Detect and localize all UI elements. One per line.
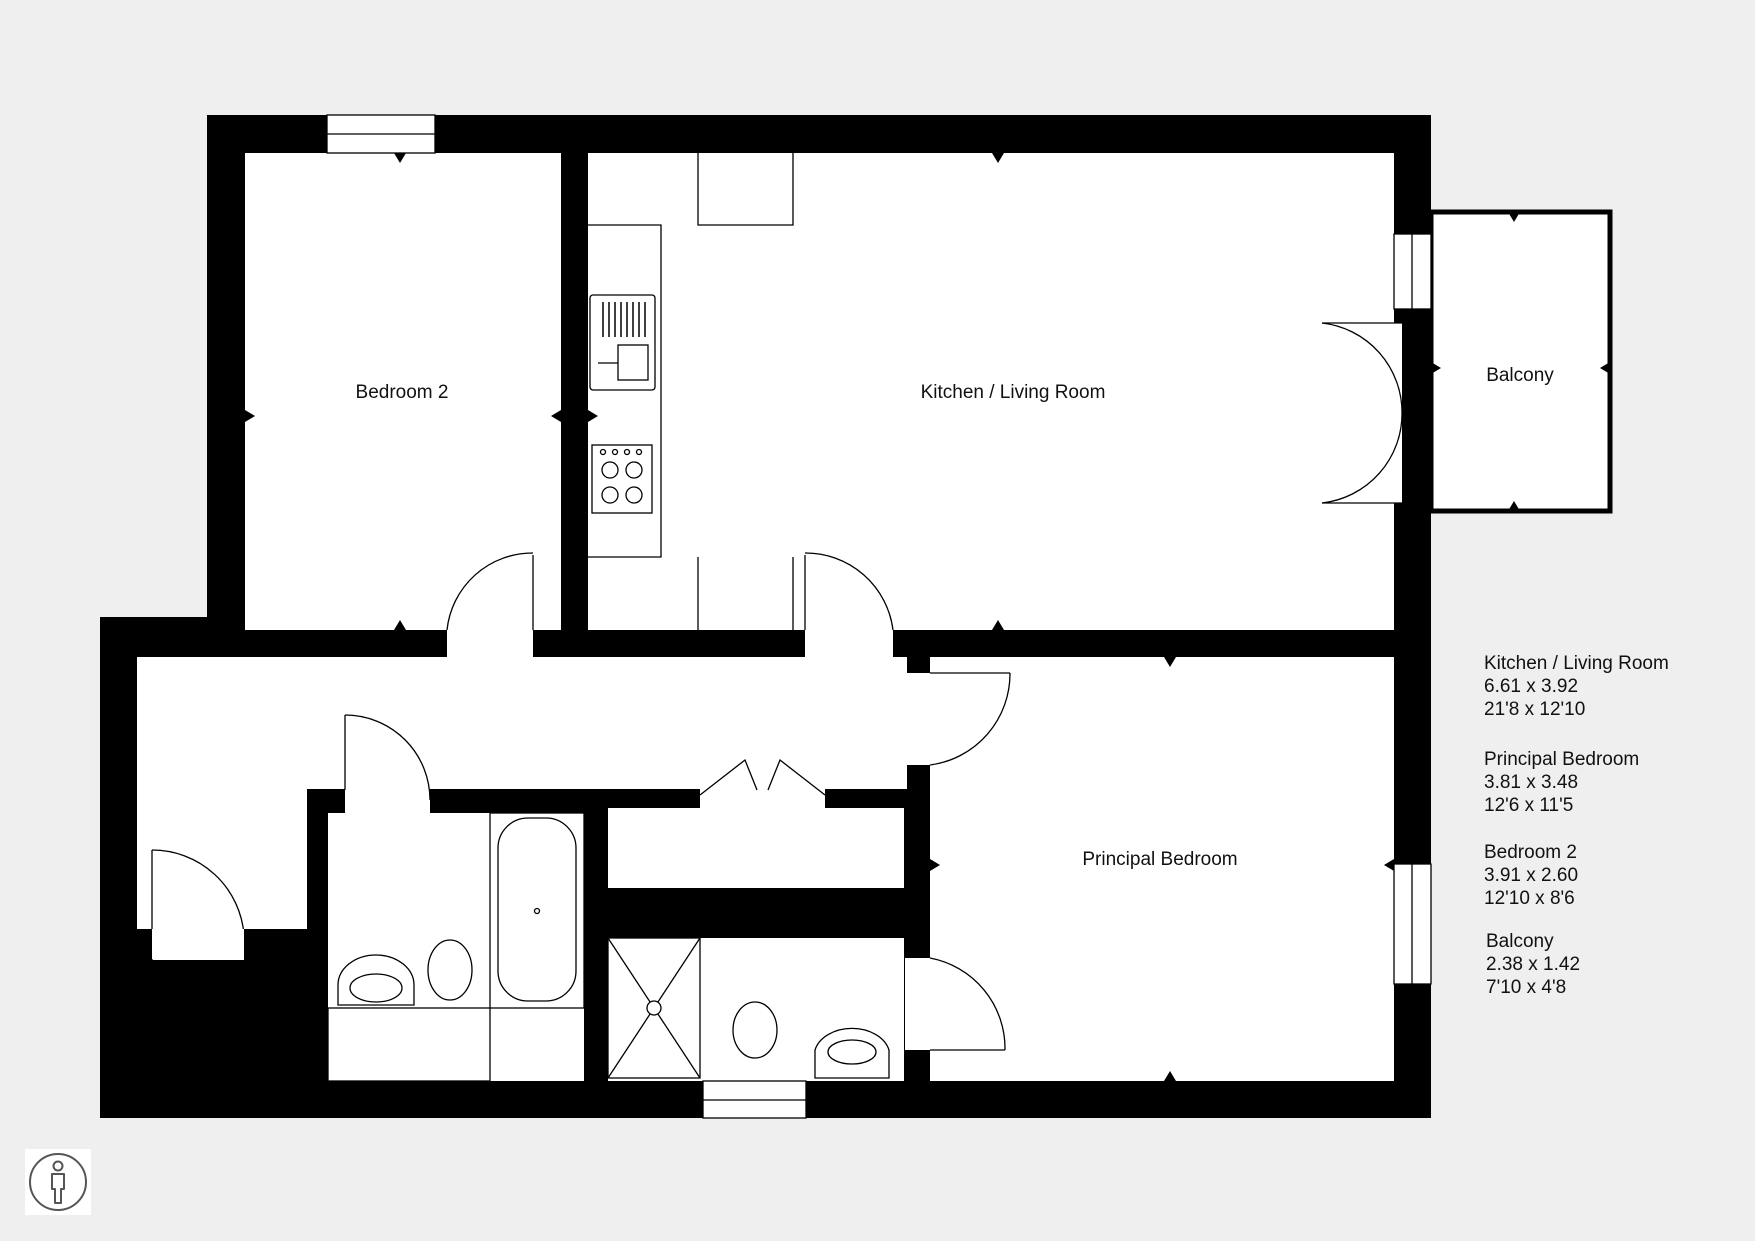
room-label-kitchen-living-room: Kitchen / Living Room (921, 382, 1106, 403)
balcony-floor (1428, 209, 1613, 514)
ensuite-basin (814, 1027, 890, 1079)
bathtub (497, 817, 577, 1002)
hob (591, 444, 653, 514)
measurement-markers (245, 153, 1610, 1081)
basin (337, 954, 415, 1006)
principal-bedroom-floor (930, 657, 1394, 1081)
kitchen-fixtures (588, 153, 794, 630)
dimensions-legend: Kitchen / Living Room 6.61 x 3.92 21'8 x… (1484, 653, 1669, 998)
legend-metric: 6.61 x 3.92 (1484, 676, 1578, 697)
windows (326, 114, 1432, 1119)
legend-metric: 3.91 x 2.60 (1484, 865, 1578, 886)
legend-imperial: 12'6 x 11'5 (1484, 795, 1573, 816)
legend-name: Principal Bedroom (1484, 749, 1639, 770)
legend-name: Bedroom 2 (1484, 842, 1577, 863)
legend-imperial: 7'10 x 4'8 (1486, 977, 1566, 998)
legend-imperial: 12'10 x 8'6 (1484, 888, 1575, 909)
toilet (427, 939, 473, 1001)
legend-imperial: 21'8 x 12'10 (1484, 699, 1585, 720)
ensuite-fixtures (607, 937, 890, 1079)
room-label-principal-bedroom: Principal Bedroom (1082, 849, 1237, 870)
room-label-balcony: Balcony (1486, 365, 1554, 386)
ensuite-toilet (732, 1001, 778, 1059)
doors (151, 322, 1403, 1051)
cupboard-floor (608, 808, 904, 888)
legend-name: Balcony (1486, 931, 1554, 952)
kitchen-floor (588, 153, 1394, 630)
legend-name: Kitchen / Living Room (1484, 653, 1669, 674)
hallway-floor (137, 657, 907, 789)
bedroom-2-floor (245, 153, 561, 630)
room-label-bedroom-2: Bedroom 2 (356, 382, 449, 403)
legend-metric: 3.81 x 3.48 (1484, 772, 1578, 793)
bathroom-fixtures (327, 812, 585, 1082)
person-info-icon[interactable] (25, 1149, 91, 1215)
legend-metric: 2.38 x 1.42 (1486, 954, 1580, 975)
floor-areas (137, 153, 1613, 1081)
